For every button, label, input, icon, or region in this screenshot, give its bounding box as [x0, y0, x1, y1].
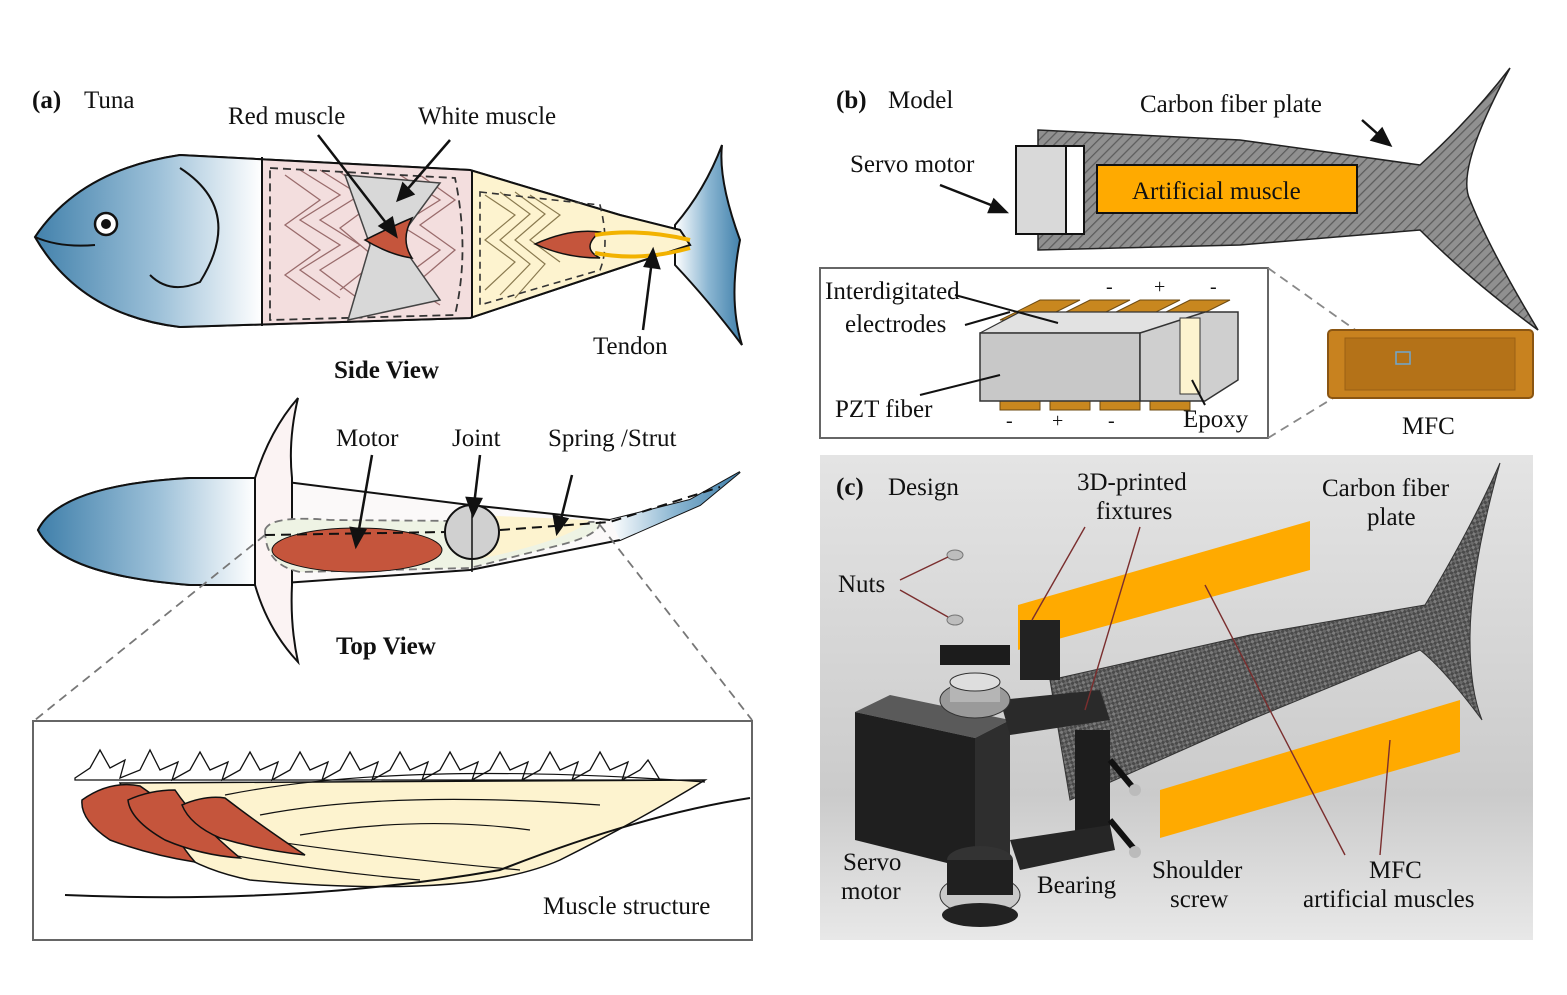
label-artificial-muscle: Artificial muscle: [1132, 178, 1301, 205]
sign-bottom-2: +: [1052, 410, 1063, 432]
muscle-structure-caption: Muscle structure: [543, 893, 710, 920]
panel-a-title: Tuna: [84, 87, 135, 114]
label-spring: Spring /Strut: [548, 425, 677, 452]
label-electrodes-1: Interdigitated: [825, 278, 960, 305]
label-pzt-fiber: PZT fiber: [835, 396, 933, 423]
side-view-arrows: [317, 134, 661, 331]
label-white-muscle: White muscle: [418, 103, 556, 130]
mouth-line: [34, 236, 96, 247]
sign-bottom-1: -: [1006, 410, 1013, 432]
label-servo-motor: Servo motor: [850, 151, 975, 178]
panel-b: (b) Model Artificial muscle Carbon fiber…: [819, 67, 1539, 440]
sign-top-1: -: [1106, 276, 1113, 298]
label-carbon-fiber-plate: Carbon fiber plate: [1140, 91, 1322, 118]
backbone-dashed: [264, 486, 721, 536]
label-electrodes-2: electrodes: [845, 311, 946, 338]
electrode-stack: [979, 299, 1239, 411]
label-carbon-1: Carbon fiber: [1322, 475, 1450, 502]
label-fixtures-2: fixtures: [1096, 498, 1172, 525]
tuna-side-view: Red muscle White muscle Tendon Side View: [33, 103, 743, 384]
tendon: [594, 230, 691, 259]
panel-c-title: Design: [888, 474, 959, 501]
label-fixtures-1: 3D-printed: [1077, 469, 1187, 496]
pzt-fiber-block: [979, 332, 1141, 402]
artificial-muscle-bar: [1096, 164, 1358, 214]
tail-myomere-lines: [484, 191, 562, 299]
red-muscle-tail: [533, 230, 602, 259]
mfc-strip-top: [1018, 521, 1310, 650]
label-red-muscle: Red muscle: [228, 103, 345, 130]
label-servo-2: motor: [841, 878, 901, 905]
tuna-head-shade: [35, 155, 262, 327]
panel-b-tag: (b): [836, 87, 867, 114]
label-mfc: MFC: [1402, 413, 1455, 440]
label-mfc-1: MFC: [1369, 857, 1422, 884]
top-view-arrows: [349, 454, 574, 550]
panel-c-tag: (c): [836, 474, 864, 501]
label-shoulder-2: screw: [1170, 886, 1228, 913]
tuna-tail-fin: [674, 144, 743, 346]
label-bearing: Bearing: [1037, 872, 1117, 899]
sign-top-2: +: [1154, 276, 1165, 298]
label-shoulder-1: Shoulder: [1152, 857, 1243, 884]
muscle-boundary-dashed: [269, 167, 464, 321]
red-muscle-wedge-3: [181, 796, 306, 856]
panel-b-title: Model: [888, 87, 953, 114]
panel-a: (a) Tuna: [32, 87, 753, 941]
panel-a-tag: (a): [32, 87, 61, 114]
label-nuts: Nuts: [838, 571, 885, 598]
label-joint: Joint: [452, 425, 501, 452]
top-tail-shade: [610, 472, 740, 540]
epoxy-strip: [1179, 317, 1201, 395]
red-muscle-wedge-2: [127, 789, 243, 859]
label-tendon: Tendon: [593, 333, 668, 360]
panel-c: (c) Design: [820, 455, 1533, 940]
top-view-caption: Top View: [336, 633, 436, 660]
label-mfc-2: artificial muscles: [1303, 886, 1474, 913]
label-epoxy: Epoxy: [1183, 406, 1249, 433]
muscle-structure-box: Muscle structure: [32, 720, 753, 941]
callout-lines: [899, 526, 1391, 856]
servo-assembly: [855, 549, 1141, 927]
sign-top-3: -: [1210, 276, 1217, 298]
mfc-photo: [1327, 329, 1534, 399]
tail-muscle-boundary: [479, 191, 606, 307]
tuna-top-view: Motor Joint Spring /Strut Top View: [36, 397, 741, 666]
top-head-shade: [36, 477, 256, 586]
gill-line: [149, 167, 220, 289]
side-view-caption: Side View: [334, 357, 439, 384]
mfc-strip-bottom: [1160, 700, 1460, 838]
label-servo-1: Servo: [843, 849, 901, 876]
label-carbon-2: plate: [1367, 504, 1416, 531]
red-muscle-wedge-1: [81, 783, 197, 864]
skin-line: [64, 797, 751, 899]
sign-bottom-3: -: [1108, 410, 1115, 432]
label-motor: Motor: [336, 425, 399, 452]
carbon-fiber-plate-render: [1049, 462, 1501, 801]
